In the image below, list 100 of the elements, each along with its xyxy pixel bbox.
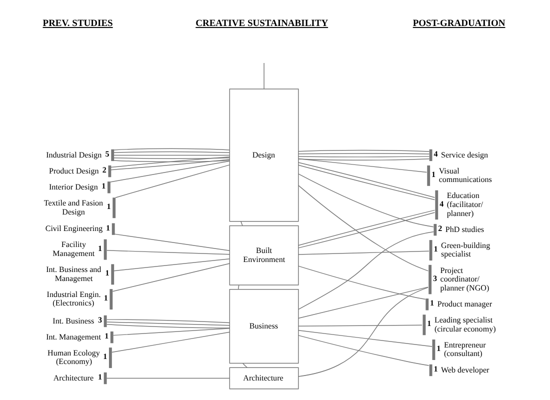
node-label: Textile and Fasion Design: [44, 198, 104, 216]
connector: [298, 335, 430, 366]
connector: [298, 156, 430, 158]
node-box: [110, 331, 114, 344]
node-label: Architecture: [53, 373, 94, 382]
node-label: 3: [432, 274, 437, 283]
node-box: [428, 264, 432, 294]
connector: [115, 164, 230, 198]
connector: [298, 174, 434, 228]
node-label: 1: [98, 244, 102, 253]
connector: [106, 324, 230, 328]
node-label: 1: [430, 298, 434, 308]
node-label: 4: [440, 199, 444, 208]
node-label: Entrepreneur (consultant): [444, 340, 486, 358]
node-box: [427, 165, 430, 186]
node-label: Int. Business and Managemet: [46, 265, 102, 283]
connector: [113, 160, 230, 162]
node-label: 1: [103, 352, 108, 362]
node-label: 1: [436, 344, 441, 354]
node-box: Business: [229, 289, 299, 364]
node-label: Leading specialist (circular economy): [434, 316, 496, 334]
node-box: [435, 190, 438, 220]
connector: [113, 152, 230, 153]
connector: [112, 332, 230, 353]
node-label: Service design: [441, 150, 488, 160]
connector: [298, 286, 428, 319]
connector: [238, 284, 240, 290]
node-label: Web developer: [441, 365, 490, 374]
node-label: PhD studies: [445, 224, 484, 234]
node-label: 1: [102, 182, 106, 191]
node-box: [422, 314, 426, 336]
node-box: Architecture: [229, 367, 299, 390]
node-box: [429, 240, 432, 261]
node-box: [429, 149, 432, 162]
node-label: Facility Management: [52, 240, 95, 258]
connector: [113, 154, 230, 156]
node-label: Education (facilitator/ planner): [446, 191, 484, 218]
node-label: 1: [105, 268, 110, 278]
connector: [106, 322, 230, 326]
connector: [113, 157, 230, 159]
node-box: [434, 224, 437, 236]
node-box: [110, 289, 113, 310]
node-box: [104, 239, 107, 260]
node-box: [112, 223, 115, 235]
node-box: [108, 348, 112, 368]
node-label: Visual communications: [438, 166, 492, 184]
node-label: 1: [432, 170, 436, 179]
connector: [298, 153, 430, 154]
node-label: 1: [98, 372, 102, 382]
node-label: Product manager: [437, 299, 492, 308]
connector: [112, 263, 230, 292]
connector: [298, 158, 430, 160]
node-label: Int. Business: [52, 316, 94, 326]
connector: [113, 148, 230, 150]
node-label: 2: [102, 166, 106, 175]
connector: [106, 250, 230, 255]
node-label: Human Ecology (Economy): [48, 348, 100, 366]
node-label: 1: [104, 332, 109, 341]
connector: [298, 330, 432, 347]
connector: [110, 159, 230, 170]
connector: [114, 234, 230, 251]
connector: [242, 362, 248, 368]
node-label: Interior Design: [48, 182, 98, 192]
node-label: Civil Engineering: [45, 224, 103, 234]
node-label: 1: [434, 244, 438, 254]
node-label: 2: [438, 224, 442, 234]
connector: [110, 156, 230, 168]
node-label: 1: [104, 294, 108, 303]
connector: [298, 231, 434, 310]
connector: [113, 328, 230, 336]
node-box: [426, 298, 429, 310]
connector: [298, 158, 428, 173]
node-label: 1: [434, 364, 438, 374]
node-box: [429, 364, 432, 376]
connector: [298, 287, 428, 377]
node-label: Industrial Design: [46, 150, 102, 160]
label: CREATIVE SUSTAINABILITY: [196, 19, 328, 30]
node-label: Industrial Engin. (Electronics): [46, 290, 101, 308]
node-box: [108, 182, 110, 194]
node-box: [108, 165, 112, 178]
node-box: Design: [229, 88, 299, 222]
connector: [298, 185, 429, 272]
connector: [113, 258, 230, 272]
node-box: [111, 264, 114, 285]
node-label: 3: [98, 316, 102, 325]
node-box: [112, 198, 116, 218]
connector: [298, 250, 430, 255]
node-label: 1: [106, 202, 111, 212]
label: POST-GRADUATION: [412, 19, 506, 30]
connector: [106, 378, 230, 379]
node-label: 1: [106, 223, 110, 232]
connector: [106, 319, 230, 324]
connector: [298, 266, 426, 300]
node-box: [111, 149, 114, 162]
node-label: Project coordinator/ planner (NGO): [440, 266, 490, 292]
node-box: Built Environment: [229, 225, 299, 286]
node-box: [432, 340, 436, 360]
node-label: Int. Management: [46, 332, 101, 342]
node-label: Product Design: [48, 166, 99, 176]
node-box: [104, 315, 107, 328]
